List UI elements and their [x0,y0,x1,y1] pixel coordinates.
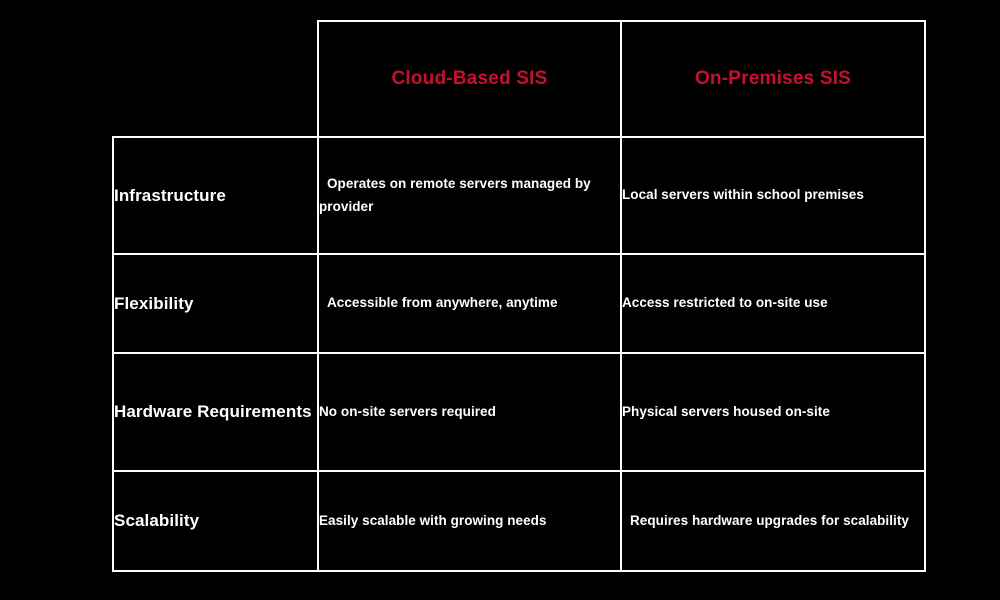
cell-flexibility-onprem: Access restricted to on-site use [620,253,926,354]
sis-comparison-table: Cloud-Based SIS On-Premises SIS Infrastr… [112,20,926,572]
row-label-scalability: Scalability [112,470,319,572]
cell-hardware-onprem: Physical servers housed on-site [620,352,926,472]
cell-flexibility-cloud: Accessible from anywhere, anytime [317,253,622,354]
table-row: Infrastructure Operates on remote server… [112,136,926,255]
cell-infrastructure-onprem: Local servers within school premises [620,136,926,255]
cell-infrastructure-cloud: Operates on remote servers managed by pr… [317,136,622,255]
header-logo-spacer [113,21,318,137]
row-label-hardware-requirements: Hardware Requirements [112,352,319,472]
row-label-infrastructure: Infrastructure [112,136,319,255]
column-header-onprem: On-Premises SIS [620,20,926,138]
table-row: Hardware Requirements No on-site servers… [112,352,926,472]
cell-hardware-cloud: No on-site servers required [317,352,622,472]
cell-scalability-onprem: Requires hardware upgrades for scalabili… [620,470,926,572]
table-header-row: Cloud-Based SIS On-Premises SIS [113,20,926,138]
row-label-flexibility: Flexibility [112,253,319,354]
table-row: Flexibility Accessible from anywhere, an… [112,253,926,354]
column-header-cloud: Cloud-Based SIS [317,20,622,138]
cell-scalability-cloud: Easily scalable with growing needs [317,470,622,572]
table-row: Scalability Easily scalable with growing… [112,470,926,572]
